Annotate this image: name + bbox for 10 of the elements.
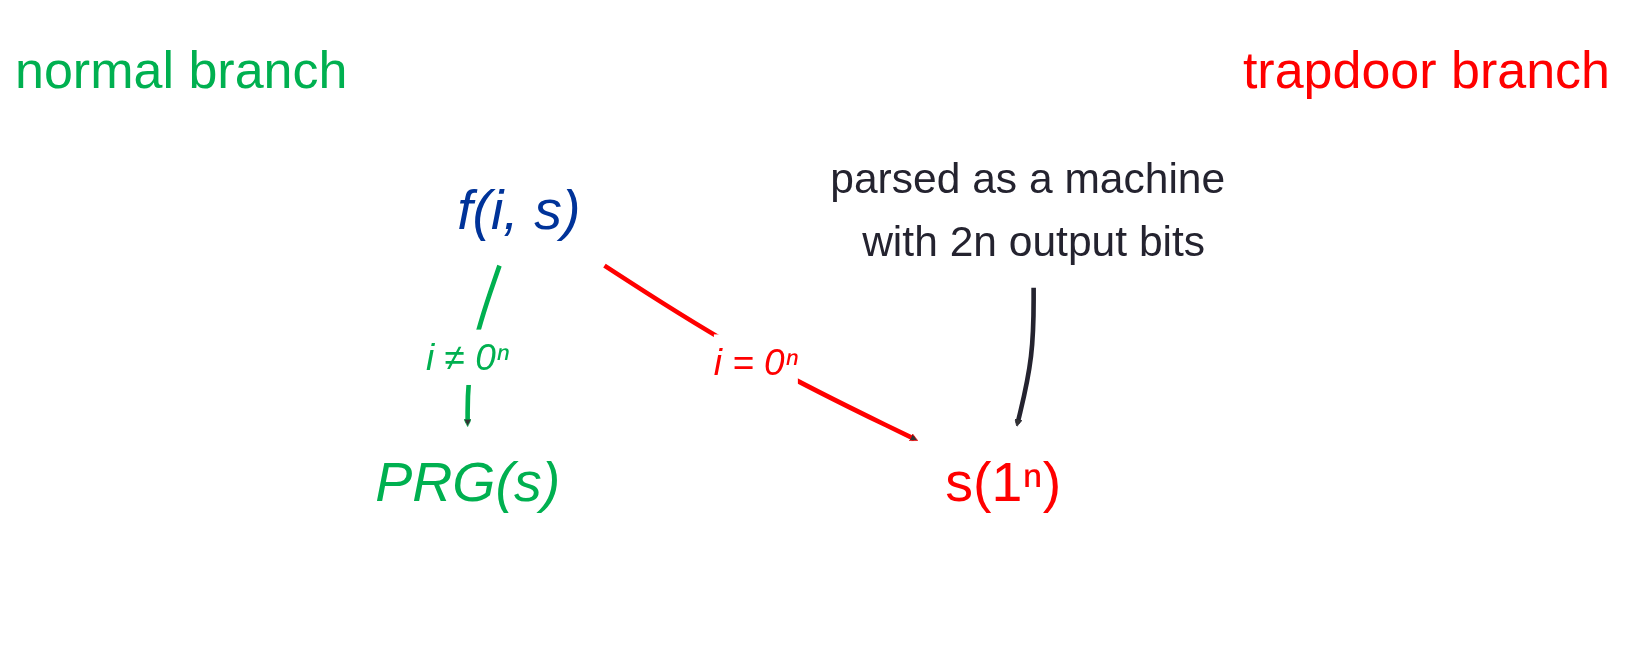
node-text: parsed as a machine with 2n output bits	[830, 153, 1226, 266]
edge-label: i = 0ⁿ	[713, 341, 799, 383]
arrow	[603, 263, 918, 441]
edge-label: i ≠ 0ⁿ	[426, 336, 510, 378]
arrow	[1014, 287, 1036, 427]
node-text: PRG(s)	[375, 450, 561, 513]
branch-label: trapdoor branch	[1242, 40, 1610, 100]
node-text: f(i, s)	[457, 178, 581, 241]
branch-label: normal branch	[15, 40, 348, 100]
node-text: s(1ⁿ)	[945, 450, 1062, 513]
